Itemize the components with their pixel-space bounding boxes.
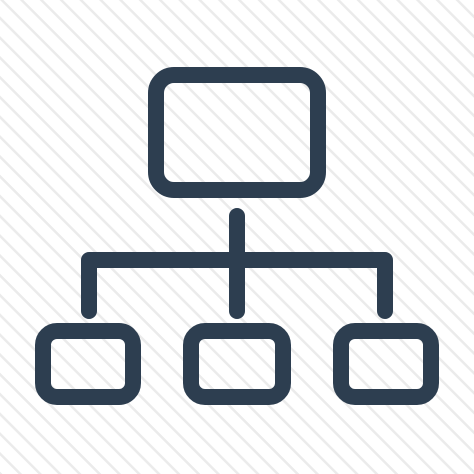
branch-bar	[81, 252, 393, 319]
middle-child-box	[183, 323, 291, 405]
left-child-box	[35, 323, 141, 405]
top-node-box	[148, 67, 326, 198]
right-child-box	[333, 323, 439, 405]
